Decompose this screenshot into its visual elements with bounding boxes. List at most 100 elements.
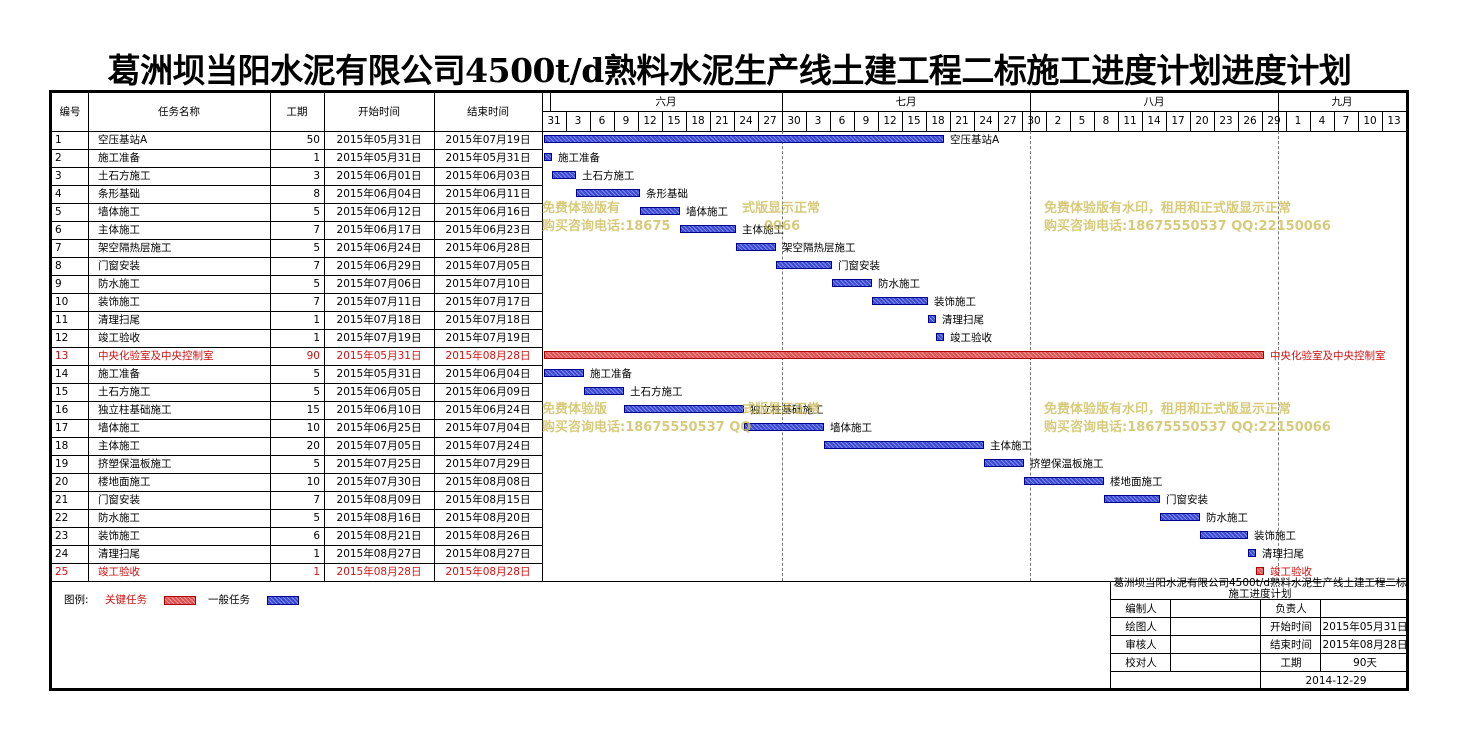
task-bar[interactable] bbox=[544, 369, 584, 377]
task-start: 2015年07月19日 bbox=[336, 332, 422, 344]
day-tick-19: 27 bbox=[1003, 115, 1017, 127]
task-start: 2015年08月27日 bbox=[336, 548, 422, 560]
day-tick-8: 24 bbox=[739, 115, 753, 127]
task-bar[interactable] bbox=[1024, 477, 1104, 485]
task-bar[interactable] bbox=[1200, 531, 1248, 539]
legend-critical-label: 关键任务 bbox=[105, 594, 147, 606]
task-bar[interactable] bbox=[552, 171, 576, 179]
task-name: 土石方施工 bbox=[98, 170, 151, 182]
task-start: 2015年05月31日 bbox=[336, 350, 422, 362]
task-name: 独立柱基础施工 bbox=[98, 404, 172, 416]
task-duration: 5 bbox=[313, 242, 320, 254]
drawer-label: 绘图人 bbox=[1125, 621, 1157, 633]
task-start: 2015年07月25日 bbox=[336, 458, 422, 470]
month-divider bbox=[1278, 93, 1279, 131]
task-duration: 7 bbox=[313, 494, 320, 506]
task-bar[interactable] bbox=[680, 225, 736, 233]
task-bar-label: 条形基础 bbox=[646, 188, 688, 200]
task-bar[interactable] bbox=[576, 189, 640, 197]
task-bar[interactable] bbox=[624, 405, 744, 413]
task-end: 2015年06月03日 bbox=[445, 170, 531, 182]
task-bar[interactable] bbox=[584, 387, 624, 395]
task-end: 2015年08月28日 bbox=[445, 350, 531, 362]
legend-critical-swatch bbox=[164, 596, 196, 605]
task-duration: 7 bbox=[313, 224, 320, 236]
task-name: 防水施工 bbox=[98, 278, 140, 290]
day-divider bbox=[1094, 111, 1095, 131]
task-bar-label: 土石方施工 bbox=[630, 386, 683, 398]
task-bar[interactable] bbox=[640, 207, 680, 215]
day-divider bbox=[1070, 111, 1071, 131]
watermark-text: 购买咨询电话:18675 bbox=[542, 219, 671, 234]
day-tick-7: 21 bbox=[715, 115, 729, 127]
task-bar[interactable] bbox=[544, 351, 1264, 359]
task-bar-label: 楼地面施工 bbox=[1110, 476, 1163, 488]
task-bar[interactable] bbox=[1256, 567, 1264, 575]
task-id: 22 bbox=[55, 512, 69, 524]
task-id: 25 bbox=[55, 566, 69, 578]
task-bar[interactable] bbox=[832, 279, 872, 287]
task-id: 15 bbox=[55, 386, 69, 398]
header-rule bbox=[52, 131, 1406, 132]
tb-rule bbox=[1170, 599, 1171, 671]
day-divider bbox=[638, 111, 639, 131]
day-divider bbox=[1046, 111, 1047, 131]
day-tick-16: 18 bbox=[931, 115, 945, 127]
task-bar[interactable] bbox=[544, 135, 944, 143]
task-name: 主体施工 bbox=[98, 440, 140, 452]
month-divider bbox=[1030, 93, 1031, 131]
row-rule bbox=[52, 383, 542, 384]
task-bar-label: 挤塑保温板施工 bbox=[1030, 458, 1104, 470]
end-label: 结束时间 bbox=[1270, 639, 1312, 651]
day-divider bbox=[1310, 111, 1311, 131]
day-tick-26: 17 bbox=[1171, 115, 1185, 127]
day-divider bbox=[1190, 111, 1191, 131]
task-start: 2015年06月04日 bbox=[336, 188, 422, 200]
task-id: 21 bbox=[55, 494, 69, 506]
task-bar[interactable] bbox=[936, 333, 944, 341]
row-rule bbox=[52, 275, 542, 276]
day-tick-32: 4 bbox=[1318, 115, 1326, 127]
task-bar[interactable] bbox=[1248, 549, 1256, 557]
task-start: 2015年05月31日 bbox=[336, 134, 422, 146]
task-id: 20 bbox=[55, 476, 69, 488]
task-bar[interactable] bbox=[776, 261, 832, 269]
day-divider bbox=[1334, 111, 1335, 131]
tb-rule bbox=[1110, 581, 1111, 688]
row-rule bbox=[52, 257, 542, 258]
task-start: 2015年07月11日 bbox=[336, 296, 422, 308]
task-start: 2015年06月24日 bbox=[336, 242, 422, 254]
task-id: 16 bbox=[55, 404, 69, 416]
month-guide bbox=[1278, 131, 1279, 581]
day-tick-15: 15 bbox=[907, 115, 921, 127]
task-bar[interactable] bbox=[1160, 513, 1200, 521]
day-divider bbox=[1262, 111, 1263, 131]
day-tick-33: 7 bbox=[1342, 115, 1350, 127]
task-bar[interactable] bbox=[1104, 495, 1160, 503]
task-bar[interactable] bbox=[984, 459, 1024, 467]
task-bar[interactable] bbox=[736, 243, 776, 251]
day-divider bbox=[1214, 111, 1215, 131]
task-bar[interactable] bbox=[928, 315, 936, 323]
task-duration: 5 bbox=[313, 512, 320, 524]
day-tick-1: 3 bbox=[574, 115, 582, 127]
task-bar[interactable] bbox=[544, 153, 552, 161]
day-divider bbox=[566, 111, 567, 131]
column-rule bbox=[270, 93, 271, 581]
task-start: 2015年07月18日 bbox=[336, 314, 422, 326]
day-tick-3: 9 bbox=[622, 115, 630, 127]
task-bar-label: 架空隔热层施工 bbox=[782, 242, 856, 254]
tb-rule bbox=[1110, 653, 1406, 654]
watermark-text: 购买咨询电话:18675550537 QQ bbox=[542, 420, 752, 435]
task-bar[interactable] bbox=[872, 297, 928, 305]
task-duration: 50 bbox=[306, 134, 320, 146]
task-bar[interactable] bbox=[824, 441, 984, 449]
row-rule bbox=[52, 239, 542, 240]
day-divider bbox=[1358, 111, 1359, 131]
watermark-text: 免费体验版 bbox=[542, 402, 608, 417]
column-rule bbox=[88, 93, 89, 581]
task-bar[interactable] bbox=[744, 423, 824, 431]
task-name: 主体施工 bbox=[98, 224, 140, 236]
task-bar-label: 主体施工 bbox=[990, 440, 1032, 452]
task-bar-label: 装饰施工 bbox=[934, 296, 976, 308]
